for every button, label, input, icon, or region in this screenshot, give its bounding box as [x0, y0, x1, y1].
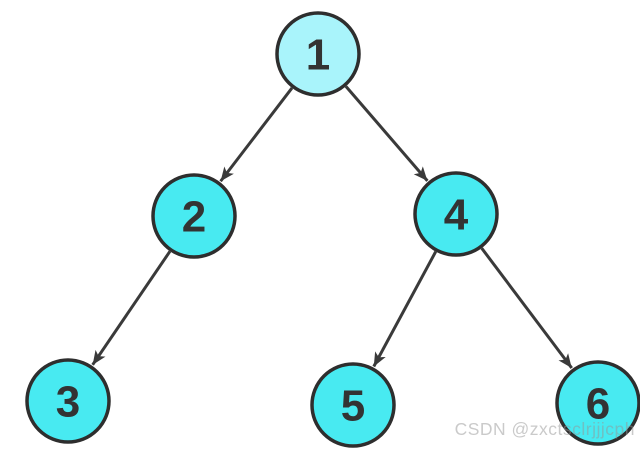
nodes-layer: 1 2 3 4 5 6	[25, 11, 640, 448]
node-circle-3	[25, 358, 111, 444]
edge-4-5-left-arrow	[372, 250, 438, 368]
node-label-1: 1	[306, 31, 330, 80]
edge-1-2-left-arrow	[219, 87, 294, 183]
node-label-6: 6	[586, 380, 610, 429]
tree-node-5: 5	[310, 362, 396, 448]
node-label-2: 2	[182, 193, 206, 242]
tree-node-6: 6	[555, 360, 640, 446]
node-label-5: 5	[341, 382, 365, 431]
tree-node-2: 2	[151, 173, 237, 259]
node-circle-1	[275, 11, 361, 97]
node-circle-4	[413, 171, 499, 257]
node-label-3: 3	[56, 378, 80, 427]
node-label-4: 4	[444, 191, 469, 240]
tree-node-1: 1	[275, 11, 361, 97]
node-circle-6	[555, 360, 640, 446]
tree-node-3: 3	[25, 358, 111, 444]
tree-node-4: 4	[413, 171, 499, 257]
edge-1-4-right-arrow	[344, 85, 429, 182]
node-circle-5	[310, 362, 396, 448]
node-circle-2	[151, 173, 237, 259]
edge-2-3-left-arrow	[91, 250, 172, 366]
edge-4-6-right-arrow	[480, 247, 573, 369]
edges-layer	[91, 85, 573, 369]
